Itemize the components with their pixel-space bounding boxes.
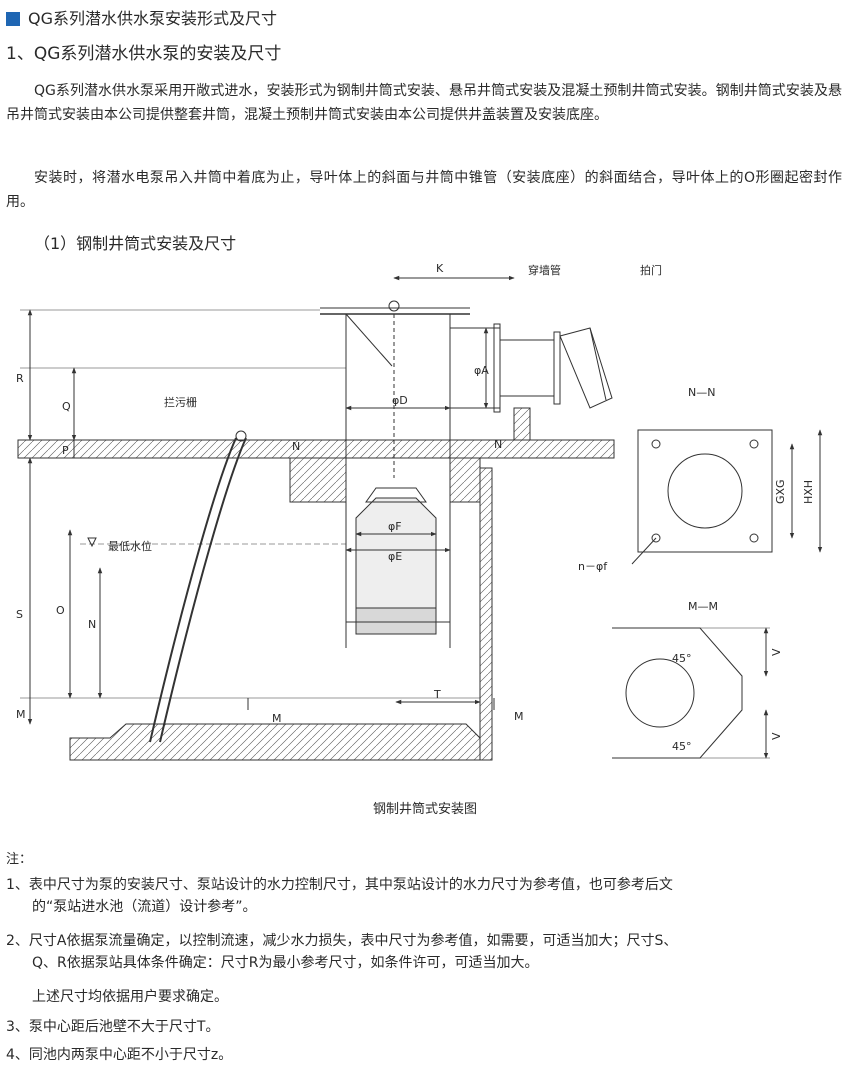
label-T: T (433, 688, 441, 701)
blue-square-icon (6, 12, 20, 26)
label-min-level: 最低水位 (108, 539, 152, 553)
pump-cap (365, 487, 427, 503)
label-phiD: φD (392, 394, 408, 407)
label-N-right: N (494, 438, 502, 451)
pipe-flange-1 (493, 323, 501, 413)
label-P: P (62, 444, 69, 457)
notes-title: 注： (6, 852, 33, 867)
label-R: R (16, 372, 24, 385)
note-2b: 上述尺寸均依据用户要求确定。 (6, 986, 842, 1008)
upper-right-wall (513, 407, 531, 441)
lifting-eye (388, 300, 400, 312)
label-grate: 拦污栅 (164, 395, 197, 409)
label-mm-title: M—M (688, 600, 718, 613)
grate-hook (235, 430, 247, 442)
sub-heading: （1）钢制井筒式安装及尺寸 (34, 234, 237, 253)
holes-leader (631, 537, 657, 565)
label-N-dim: N (88, 618, 96, 631)
note-3: 3、泵中心距后池壁不大于尺寸T。 (6, 1016, 842, 1038)
note-3-line-1: 3、泵中心距后池壁不大于尺寸T。 (6, 1019, 220, 1035)
label-phiF: φF (388, 520, 402, 533)
figure-caption: 钢制井筒式安装图 (372, 802, 477, 817)
note-2-line-2: Q、R依据泵站具体条件确定：尺寸R为最小参考尺寸，如条件许可，可适当加大。 (32, 955, 539, 971)
label-V-top: V (770, 648, 783, 656)
label-Q: Q (62, 400, 71, 413)
label-flap: 拍门 (640, 263, 662, 277)
label-M-left: M (272, 712, 282, 725)
ground-slab (17, 439, 615, 459)
nn-bolt-4 (749, 533, 759, 543)
paragraph-1: QG系列潜水供水泵采用开敞式进水，安装形式为钢制井筒式安装、悬吊井筒式安装及混凝… (6, 83, 842, 123)
label-N-left: N (292, 440, 300, 453)
note-4-line-1: 4、同池内两泵中心距不小于尺寸z。 (6, 1047, 233, 1063)
label-phiA: φA (474, 364, 489, 377)
label-gxg: GXG (774, 479, 787, 504)
right-base-block (449, 457, 481, 503)
pump-impeller (355, 607, 437, 635)
label-angle-top: 45° (672, 652, 692, 665)
section-title: QG系列潜水供水泵安装形式及尺寸 (6, 9, 277, 29)
flap-plate (589, 327, 607, 401)
heading: 1、QG系列潜水供水泵的安装及尺寸 (6, 44, 282, 64)
right-wall (479, 467, 493, 761)
note-2: 2、尺寸A依据泵流量确定，以控制流速，减少水力损失，表中尺寸为参考值，如需要，可… (6, 930, 842, 974)
lid-chain (345, 313, 393, 367)
nn-bolt-1 (651, 439, 661, 449)
note-1-line-1: 1、表中尺寸为泵的安装尺寸、泵站设计的水力控制尺寸，其中泵站设计的水力尺寸为参考… (6, 877, 673, 893)
section-title-text: QG系列潜水供水泵安装形式及尺寸 (28, 9, 277, 28)
nn-bolt-3 (651, 533, 661, 543)
water-level-icon (87, 537, 97, 548)
label-K: K (436, 262, 444, 275)
label-M-dim: M (16, 708, 26, 721)
nn-bolt-2 (749, 439, 759, 449)
pipe-flange-2 (553, 331, 561, 405)
flap-valve (559, 327, 613, 409)
label-phiE: φE (388, 550, 402, 563)
label-S: S (16, 608, 23, 621)
note-1-line-2: 的“泵站进水池（流道）设计参考”。 (32, 899, 257, 915)
nn-bore (667, 453, 743, 529)
label-M-right: M (514, 710, 524, 723)
grate-bar-1 (149, 437, 237, 743)
grate-bar-2 (159, 437, 247, 743)
label-holes: n－φf (578, 560, 608, 573)
note-1: 1、表中尺寸为泵的安装尺寸、泵站设计的水力控制尺寸，其中泵站设计的水力尺寸为参考… (6, 874, 842, 918)
left-base-block (289, 457, 347, 503)
label-O: O (56, 604, 65, 617)
nn-plate (637, 429, 773, 553)
note-4: 4、同池内两泵中心距不小于尺寸z。 (6, 1044, 842, 1066)
installation-drawing: K 穿墙管 拍门 R Q P N N φA φD 拦污栅 φF φE 最低水位 … (16, 262, 823, 761)
mm-bore (625, 658, 695, 728)
paragraph-2: 安装时，将潜水电泵吊入井筒中着底为止，导叶体上的斜面与井筒中锥管（安装底座）的斜… (6, 170, 842, 210)
label-V-bottom: V (770, 732, 783, 740)
label-pipe: 穿墙管 (528, 263, 561, 277)
label-hxh: HXH (802, 480, 815, 504)
mm-outline (612, 627, 743, 759)
label-nn-title: N—N (688, 386, 715, 399)
note-2-line-1: 2、尺寸A依据泵流量确定，以控制流速，减少水力损失，表中尺寸为参考值，如需要，可… (6, 933, 678, 949)
label-angle-bottom: 45° (672, 740, 692, 753)
note-2-line-3: 上述尺寸均依据用户要求确定。 (32, 989, 228, 1005)
pool-floor (69, 723, 481, 761)
